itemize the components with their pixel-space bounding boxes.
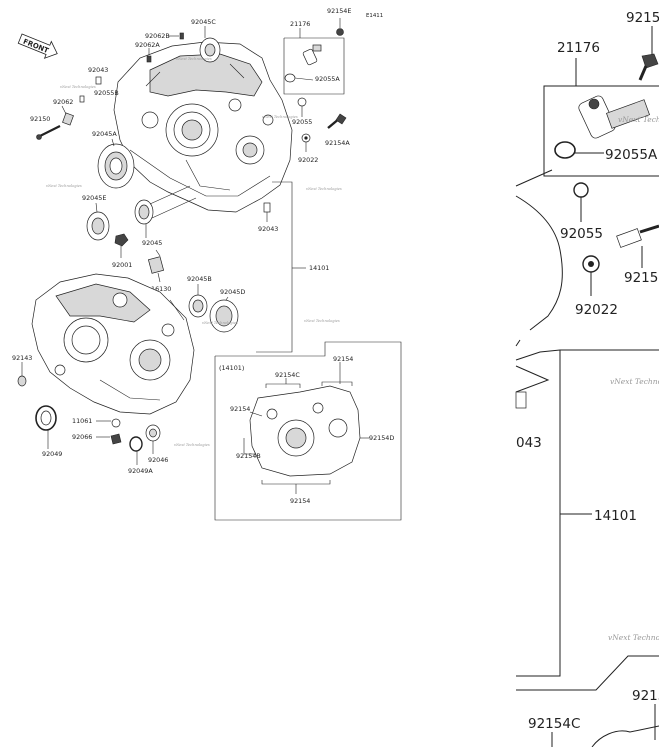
- zoom-detail: 21176 9215 vNext Technologies 92055A 920…: [515, 10, 659, 747]
- label-92049A: 92049A: [128, 467, 153, 475]
- inset-label-92154C: 92154C: [275, 371, 300, 379]
- label-92022: 92022: [298, 156, 318, 164]
- zoom-watermark-2: vNext Technologies: [610, 377, 659, 386]
- bearing-92045: [134, 185, 197, 225]
- label-92045C: 92045C: [191, 18, 216, 26]
- label-92045A: 92045A: [92, 130, 117, 138]
- zoom-label-9215-mid: 9215: [624, 270, 658, 286]
- label-92049: 92049: [42, 450, 62, 458]
- gasket-11061: [111, 418, 121, 428]
- label-92045: 92045: [142, 239, 162, 247]
- upper-crankcase: [113, 41, 293, 213]
- label-92045B: 92045B: [187, 275, 212, 283]
- pin-92062B: [179, 32, 184, 40]
- bearing-92045D: [209, 299, 239, 333]
- label-92143: 92143: [12, 354, 32, 362]
- pin-92062A: [146, 55, 152, 63]
- label-92154A: 92154A: [325, 139, 350, 147]
- seal-92049: [35, 405, 57, 431]
- zoom-label-21176: 21176: [557, 40, 600, 56]
- zoom-oring-92055A: [554, 141, 576, 159]
- part-16130: [147, 249, 165, 274]
- diagram-code: E1411: [366, 13, 383, 19]
- inset-label-92154D: 92154D: [369, 434, 394, 442]
- zoom-dowel: [515, 391, 527, 409]
- label-92062A: 92062A: [135, 41, 160, 49]
- inset-label-92154-bottom: 92154: [290, 497, 310, 505]
- label-92154E: 92154E: [327, 7, 351, 15]
- dowel-92043-lower: [263, 202, 271, 213]
- label-92043-upper: 92043: [88, 66, 108, 74]
- bolt-92154A: [327, 113, 347, 129]
- zoom-label-9215-lower: 9215: [632, 688, 659, 704]
- label-92046: 92046: [148, 456, 168, 464]
- bearing-92045C: [199, 37, 221, 63]
- zoom-watermark-1: vNext Technologies: [618, 115, 659, 124]
- label-92062B: 92062B: [145, 32, 170, 40]
- zoom-label-9215-top: 9215: [626, 10, 659, 26]
- inset-title: (14101): [219, 364, 244, 372]
- zoom-label-14101: 14101: [594, 508, 637, 524]
- bearing-92045B: [188, 294, 208, 318]
- label-92045E: 92045E: [82, 194, 106, 202]
- bolt-92154E: [336, 28, 344, 36]
- nut-92001: [114, 233, 129, 247]
- zoom-watermark-3: vNext Technologies: [608, 633, 659, 642]
- label-92043-lower: 92043: [258, 225, 278, 233]
- watermark-5: vNext Technologies: [262, 115, 298, 119]
- bolt-92150: [36, 125, 61, 140]
- zoom-sensor: [578, 95, 650, 139]
- label-92055: 92055: [292, 118, 312, 126]
- label-11061: 11061: [72, 417, 92, 425]
- watermark-1: vNext Technologies: [176, 57, 212, 61]
- watermark-8: vNext Technologies: [174, 443, 210, 447]
- zoom-label-043: 043: [516, 435, 542, 451]
- pin-92055B: [79, 95, 85, 103]
- dowel-92043: [95, 76, 102, 85]
- lower-crankcase: [31, 273, 195, 415]
- zoom-bolt-92154A: [616, 224, 659, 248]
- inset-label-92154-left: 92154: [230, 405, 250, 413]
- label-21176: 21176: [290, 20, 310, 28]
- label-92001: 92001: [112, 261, 132, 269]
- watermark-2: vNext Technologies: [60, 85, 96, 89]
- label-92066: 92066: [72, 433, 92, 441]
- inset-label-92154B: 92154B: [236, 452, 261, 460]
- watermark-6: vNext Technologies: [202, 321, 238, 325]
- zoom-label-92154C: 92154C: [528, 716, 580, 732]
- label-92045D: 92045D: [220, 288, 245, 296]
- inset-box-14101: (14101) 92154 92154C 92154 92154B 92154D…: [214, 341, 402, 521]
- watermark-4: vNext Technologies: [306, 187, 342, 191]
- zoom-label-92022: 92022: [575, 302, 618, 318]
- bearing-92045E: [86, 211, 110, 241]
- label-92055B: 92055B: [94, 89, 119, 97]
- bracket-14101: [256, 181, 293, 353]
- seal-92049A: [129, 436, 143, 452]
- watermark-7: vNext Technologies: [304, 319, 340, 323]
- zoom-label-92055: 92055: [560, 226, 603, 242]
- front-arrow-icon: FRONT: [17, 33, 58, 59]
- oring-92055: [297, 97, 307, 107]
- plug-92066: [110, 433, 122, 445]
- inset-label-92154-top: 92154: [333, 355, 353, 363]
- plug-92062: [62, 112, 74, 126]
- label-92062: 92062: [53, 98, 73, 106]
- label-16130: 16130: [151, 285, 171, 293]
- label-14101: 14101: [309, 264, 329, 272]
- bearing-92045A: [97, 143, 135, 189]
- label-92055A: 92055A: [315, 75, 340, 83]
- zoom-oring-92055: [573, 182, 589, 198]
- label-92150: 92150: [30, 115, 50, 123]
- collar-92143: [17, 375, 27, 387]
- watermark-3: vNext Technologies: [46, 184, 82, 188]
- bearing-92046: [145, 424, 161, 442]
- zoom-label-92055A: 92055A: [605, 147, 658, 163]
- zoom-bolt: [638, 53, 659, 81]
- sensor-group-21176: [283, 37, 345, 95]
